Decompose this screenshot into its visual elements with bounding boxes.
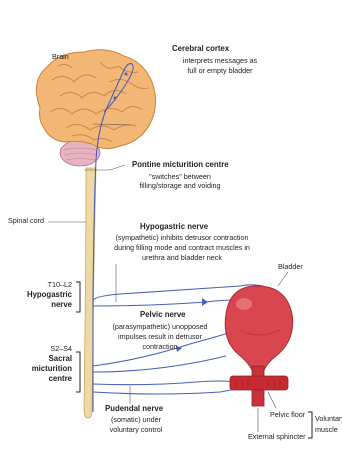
cortex-desc-2: full or empty bladder [165,66,275,75]
hypogastric-nerve-lower [93,300,236,306]
pudendal-desc-2: voluntary control [96,425,176,434]
pelvic-desc-3: contraction [100,342,220,351]
t10-l2-label: T10–L2 [10,280,72,289]
pelvic-floor-label: Pelvic floor [270,410,305,419]
hypogastric-left-label-1: Hypogastric [10,290,72,300]
hypogastric-title: Hypogastric nerve [140,222,208,232]
pelvic-desc-2: impulses result in detrusor [100,332,220,341]
pudendal-nerve [93,381,236,385]
voluntary-label-2: muscle [315,425,338,434]
sacral-label-3: centre [10,374,72,384]
hypogastric-desc-3: urethra and bladder neck [102,253,262,262]
hypogastric-desc-1: (sympathetic) inhibits detrusor contract… [102,233,262,242]
hypogastric-desc-2: during filling mode and contract muscles… [102,243,262,252]
pontine-desc-1: "switches" between [130,172,230,181]
pontine-title: Pontine micturition centre [132,160,229,170]
pelvic-desc-1: (parasympathetic) unopposed [100,322,220,331]
brain [36,50,155,149]
sacral-label-2: micturition [10,364,72,374]
voluntary-label-1: Voluntary [315,414,342,423]
pontine-desc-2: filling/storage and voiding [130,181,230,190]
cortex-desc-1: interprets messages as [165,56,275,65]
bracket-s2-s4 [76,352,80,392]
spinal-cord-label: Spinal cord [8,216,44,225]
pelvic-title: Pelvic nerve [140,310,186,320]
external-sphincter [230,376,288,390]
pudendal-desc-1: (somatic) under [96,415,176,424]
bladder-label: Bladder [278,262,303,271]
brain-label: Brain [52,52,69,61]
hypogastric-left-label-2: nerve [10,300,72,310]
pudendal-title: Pudendal nerve [105,404,163,414]
bladder [225,286,292,370]
bracket-t10-l2 [76,282,80,312]
sacral-label-1: Sacral [10,354,72,364]
external-sphincter-label: External sphincter [248,432,306,441]
s2-s4-label: S2–S4 [10,344,72,353]
bracket-voluntary [308,412,312,438]
cortex-title: Cerebral cortex [172,44,229,54]
